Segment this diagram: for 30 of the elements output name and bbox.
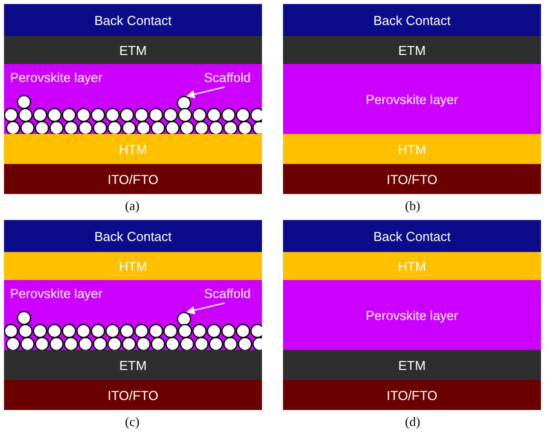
layer-band: Perovskite layer [283, 64, 541, 134]
panel-label: (d) [405, 414, 420, 430]
layer-band: ITO/FTO [283, 380, 541, 410]
layer-band: HTM [283, 252, 541, 280]
layer-band: Perovskite layer Scaffold [4, 64, 262, 134]
layer-band: HTM [283, 134, 541, 164]
layer-band: Perovskite layer Scaffold [4, 280, 262, 350]
layer-band: ETM [283, 36, 541, 64]
layer-band: Back Contact [283, 220, 541, 252]
layer-band: HTM [4, 252, 262, 280]
layer-band: Perovskite layer [283, 280, 541, 350]
scaffold-drawing [4, 310, 262, 350]
layer-band: ITO/FTO [283, 164, 541, 194]
layer-band: ETM [4, 36, 262, 64]
layer-band: Back Contact [283, 4, 541, 36]
panel-label: (c) [125, 414, 140, 430]
layer-band: Back Contact [4, 4, 262, 36]
scaffold-drawing [4, 94, 262, 134]
layer-label: Scaffold [204, 286, 251, 301]
leader-arrow [186, 86, 225, 98]
layer-band: ITO/FTO [4, 164, 262, 194]
panel-label: (a) [125, 198, 140, 214]
layer-band: ETM [4, 350, 262, 380]
layer-band: ITO/FTO [4, 380, 262, 410]
layer-band: Back Contact [4, 220, 262, 252]
layer-band: ETM [283, 350, 541, 380]
layer-label: Scaffold [204, 70, 251, 85]
leader-arrow [186, 302, 225, 314]
layer-band: HTM [4, 134, 262, 164]
panel-label: (b) [405, 198, 420, 214]
